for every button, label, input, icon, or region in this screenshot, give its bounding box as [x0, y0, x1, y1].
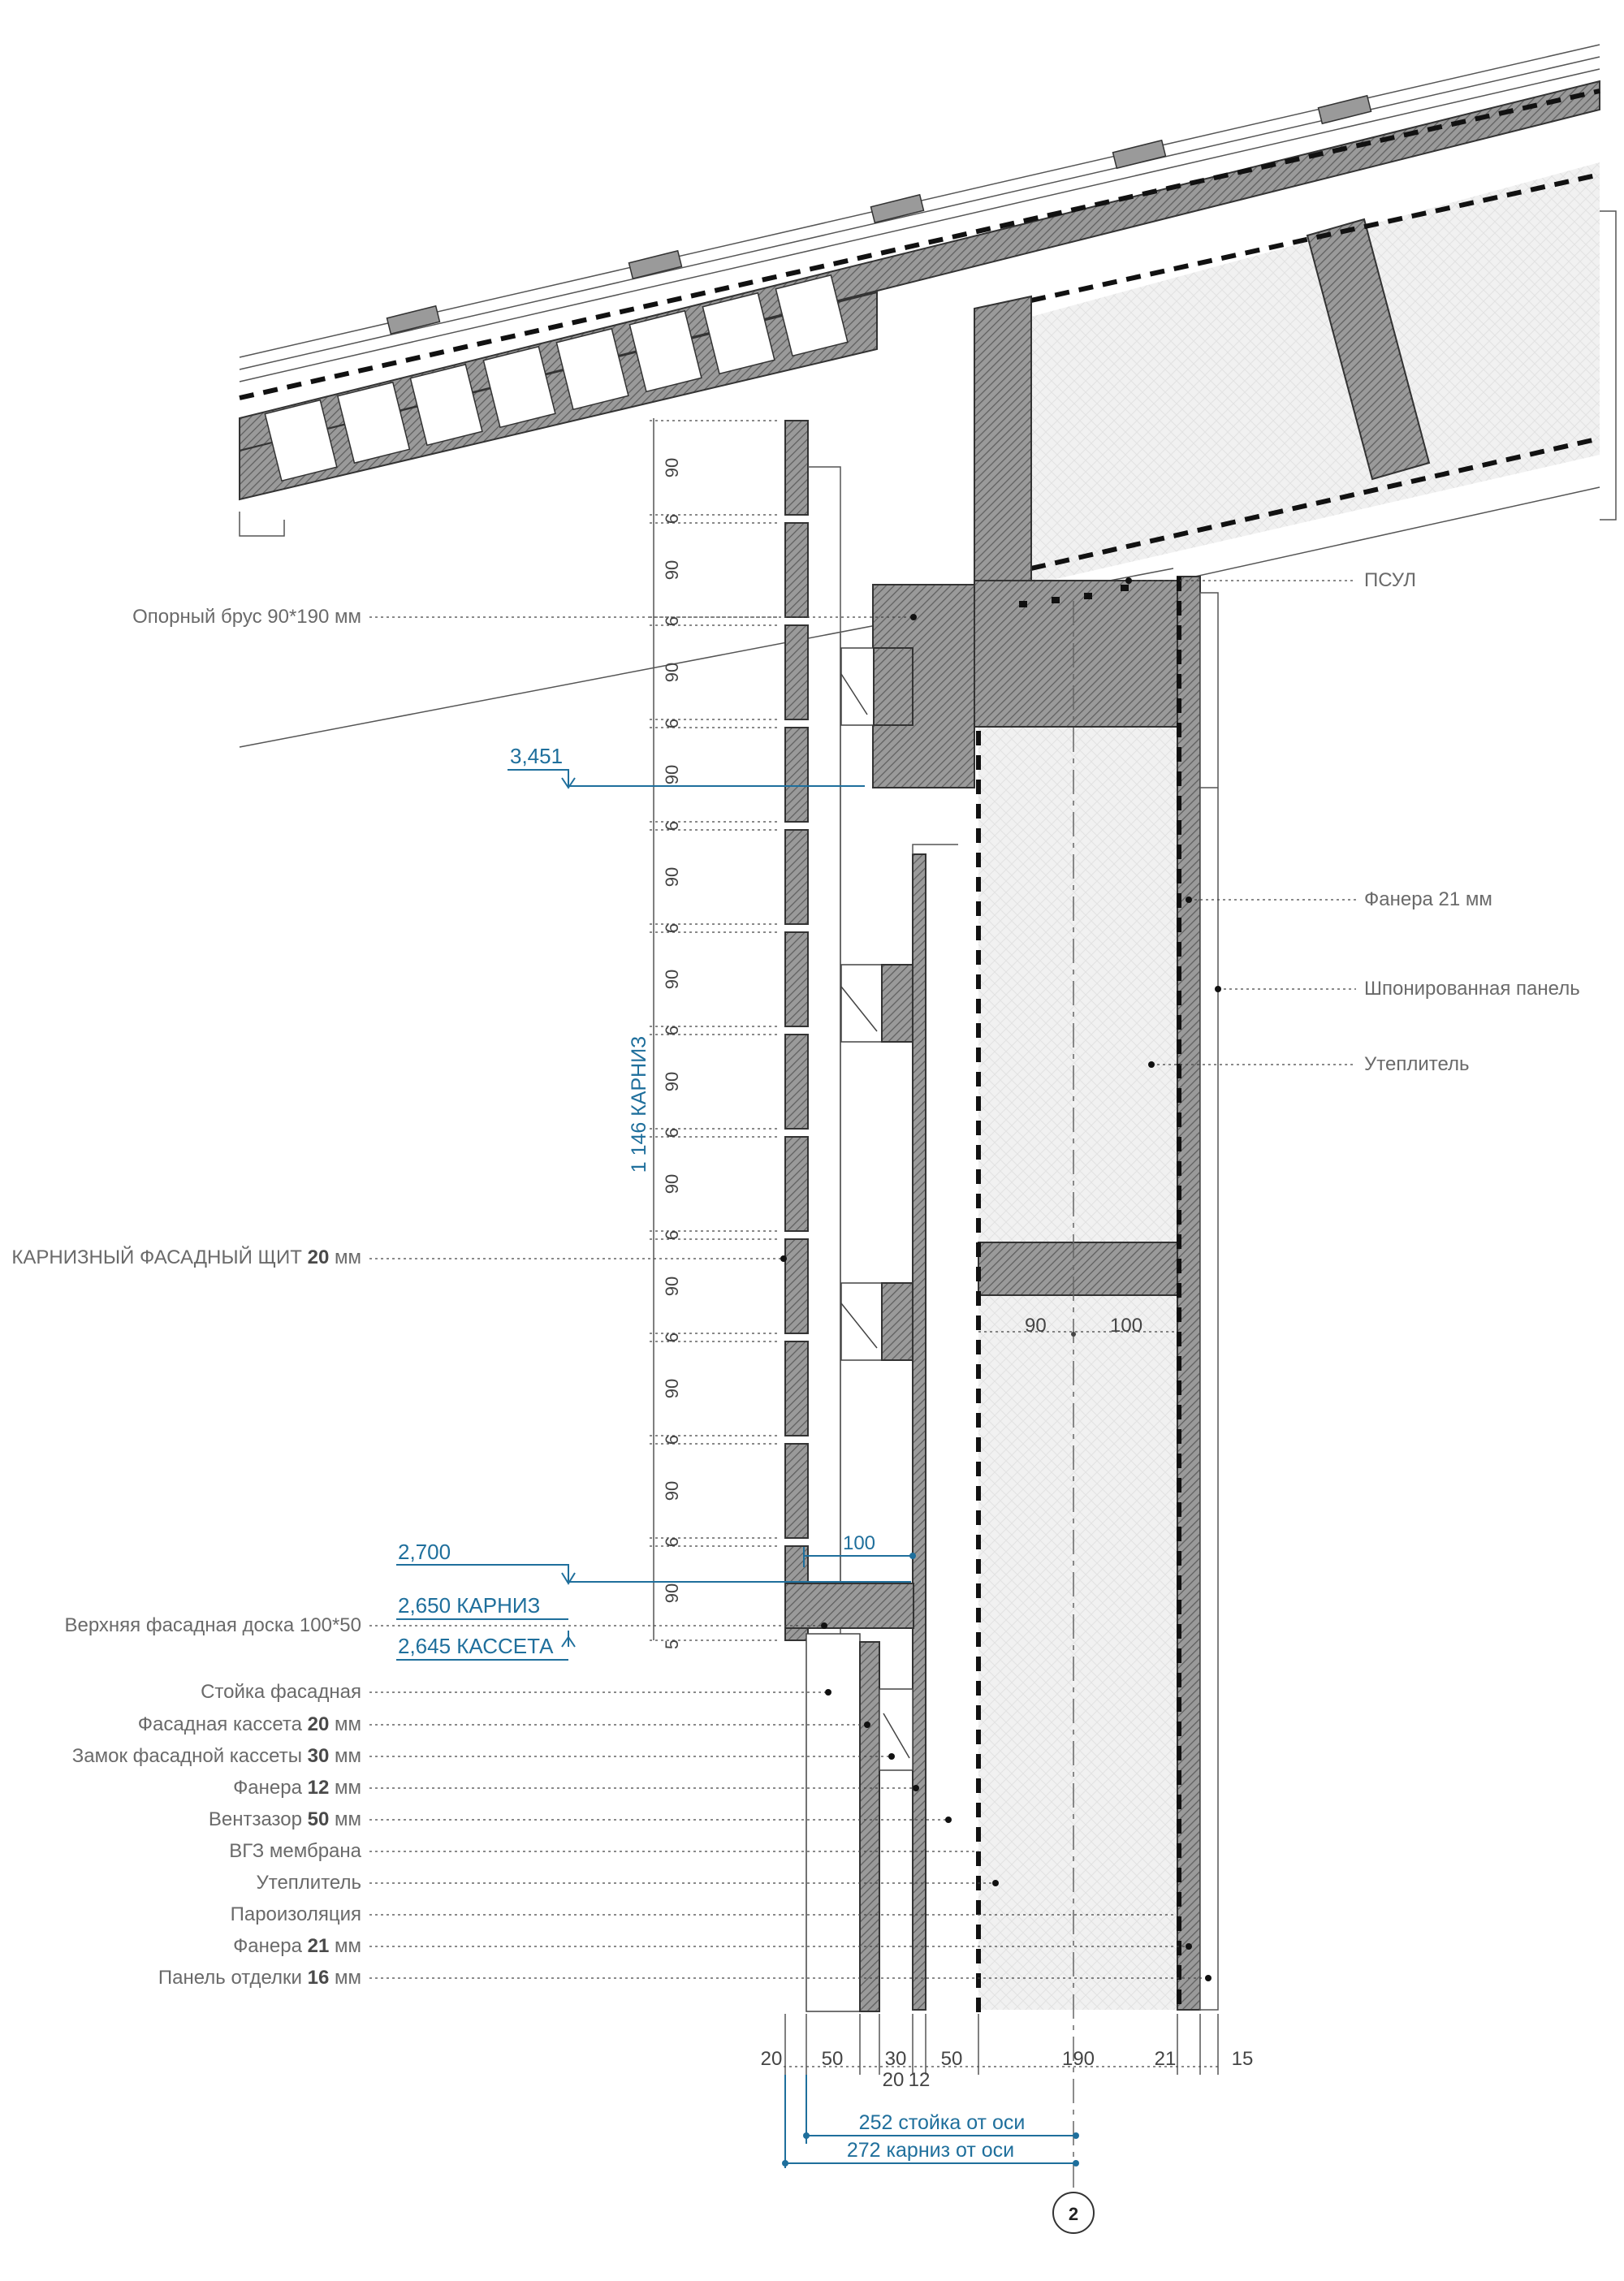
vertical-dim-label: 90 — [662, 970, 682, 989]
top-facade-board — [784, 1583, 914, 1629]
facade-cassette — [859, 1641, 880, 2012]
elevation-2645: 2,645 КАССЕТА — [398, 1634, 554, 1658]
label-post: Стойка фасадная — [201, 1681, 361, 1703]
vertical-dim-label: 6 — [662, 1333, 682, 1342]
roof-rafters-row — [264, 274, 849, 482]
wall-crossbar — [978, 1242, 1178, 1296]
vertical-dim-label: 90 — [662, 1481, 682, 1501]
elevation-3451: 3,451 — [510, 744, 563, 768]
inner-dim-100: 100 — [1110, 1315, 1142, 1337]
bottom-dimension-chain: 20 50 30 50 190 21 15 20 12 252 стойка о… — [761, 2014, 1254, 2234]
veneer-panel — [1199, 592, 1219, 2011]
vertical-dim-label: 6 — [662, 1537, 682, 1547]
axis-marker-circle — [1052, 2192, 1095, 2234]
bottom-dim-20: 20 — [761, 2048, 783, 2070]
elevation-2700: 2,700 — [398, 1540, 451, 1564]
inner-dim-90: 90 — [1025, 1315, 1047, 1337]
vertical-dim-label: 90 — [662, 458, 682, 477]
roof-assembly — [239, 44, 1617, 748]
vertical-total-label: 1 146 КАРНИЗ — [628, 1036, 650, 1173]
vertical-dim-label: 90 — [662, 1379, 682, 1398]
vertical-dim-label: 6 — [662, 514, 682, 524]
eave-board — [784, 420, 809, 516]
label-support-beam: Опорный брус 90*190 мм — [132, 606, 361, 628]
eave-board — [784, 522, 809, 618]
vertical-dim-label: 6 — [662, 616, 682, 626]
label-lock: Замок фасадной кассеты 30 мм — [72, 1745, 361, 1767]
vertical-dimension-chain: 90 6 90 6 90 6 90 6 90 6 90 6 90 6 90 6 90 6 90 6 90 6 90 5 1 1… — [628, 418, 780, 1649]
eave-board — [784, 1238, 809, 1334]
vertical-dim-label: 6 — [662, 923, 682, 933]
eave-shield-boards — [784, 420, 809, 1641]
label-psul: ПСУЛ — [1364, 569, 1416, 591]
label-membrane: ВГЗ мембрана — [229, 1840, 361, 1862]
vertical-dim-label: 5 — [662, 1639, 682, 1649]
left-labels: Опорный брус 90*190 мм КАРНИЗНЫЙ ФАСАДНЫ… — [11, 606, 1212, 1989]
label-insulation-right: Утеплитель — [1364, 1053, 1470, 1075]
vertical-dim-label: 6 — [662, 821, 682, 831]
vertical-dim-label: 90 — [662, 1277, 682, 1296]
eave-board — [784, 1136, 809, 1232]
bottom-dim-190: 190 — [1062, 2048, 1095, 2070]
eave-board — [784, 1341, 809, 1436]
eave-board — [784, 624, 809, 720]
eave-board — [784, 727, 809, 823]
bottom-dim-sub-20: 20 — [883, 2069, 905, 2091]
axis-marker-label: 2 — [1069, 2204, 1078, 2224]
vertical-dim-label: 6 — [662, 1435, 682, 1445]
inner-dims: 90 100 — [978, 1315, 1177, 1337]
vertical-dim-label: 90 — [662, 765, 682, 784]
board-width-dim: 100 — [843, 1532, 875, 1554]
vertical-dim-label: 6 — [662, 1230, 682, 1240]
bottom-dim-sub-12: 12 — [909, 2069, 931, 2091]
vertical-dim-label: 6 — [662, 1128, 682, 1138]
eave-board — [784, 1034, 809, 1130]
total-post-axis: 252 стойка от оси — [859, 2111, 1026, 2134]
label-eave-shield: КАРНИЗНЫЙ ФАСАДНЫЙ ЩИТ 20 мм — [11, 1246, 361, 1268]
label-top-board: Верхняя фасадная доска 100*50 — [64, 1614, 361, 1636]
wall-assembly — [872, 576, 1219, 2192]
wall-top-plate — [974, 580, 1178, 728]
vertical-dim-label: 6 — [662, 719, 682, 728]
facade-assembly — [784, 420, 958, 2012]
eave-board — [784, 829, 809, 925]
vertical-dim-label: 90 — [662, 1174, 682, 1194]
label-plywood-21: Фанера 21 мм — [233, 1935, 361, 1957]
elevation-marks: 3,451 2,700 2,650 КАРНИЗ 2,645 КАССЕТА 1… — [396, 744, 916, 1661]
label-finish: Панель отделки 16 мм — [158, 1967, 361, 1989]
bottom-dim-50b: 50 — [941, 2048, 963, 2070]
elevation-2650: 2,650 КАРНИЗ — [398, 1593, 540, 1618]
bottom-dim-30: 30 — [885, 2048, 907, 2070]
vertical-dim-label: 90 — [662, 867, 682, 887]
vertical-dim-label: 90 — [662, 560, 682, 580]
eave-board — [784, 931, 809, 1027]
label-veneer: Шпонированная панель — [1364, 978, 1580, 1000]
label-vapor: Пароизоляция — [231, 1903, 361, 1925]
bottom-dim-21: 21 — [1155, 2048, 1177, 2070]
eave-board — [784, 1443, 809, 1539]
right-labels: ПСУЛ Фанера 21 мм Шпонированная панель У… — [1125, 569, 1580, 1075]
cassette-lock — [879, 1688, 914, 1771]
label-cassette: Фасадная кассета 20 мм — [138, 1713, 361, 1735]
label-plywood-right: Фанера 21 мм — [1364, 888, 1492, 910]
label-plywood-12: Фанера 12 мм — [233, 1777, 361, 1799]
vertical-dim-label: 90 — [662, 1583, 682, 1603]
vertical-dim-label: 6 — [662, 1026, 682, 1035]
label-airgap: Вентзазор 50 мм — [209, 1808, 361, 1830]
total-eave-axis: 272 карниз от оси — [847, 2139, 1014, 2162]
label-insulation-left: Утеплитель — [256, 1872, 361, 1894]
bottom-dim-50: 50 — [822, 2048, 844, 2070]
plywood-12 — [912, 853, 926, 2011]
vertical-dim-label: 90 — [662, 663, 682, 682]
bottom-dim-15: 15 — [1232, 2048, 1254, 2070]
facade-post — [806, 1633, 861, 2012]
vertical-dim-label: 90 — [662, 1072, 682, 1091]
